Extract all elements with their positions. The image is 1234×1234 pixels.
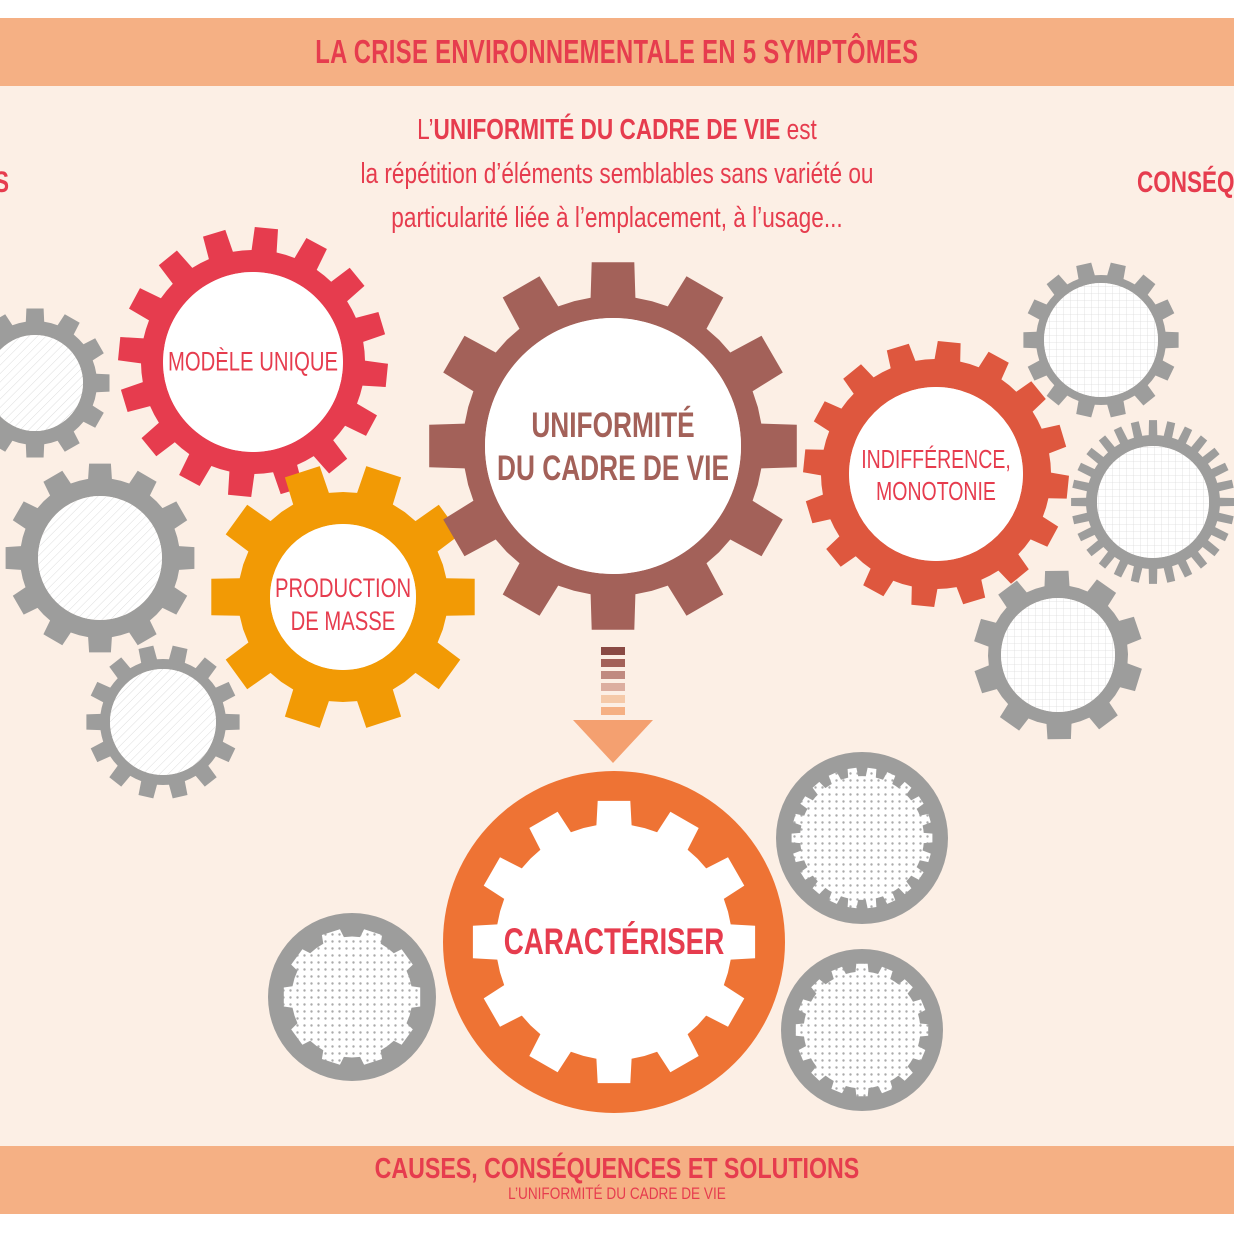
label-line: MONOTONIE	[876, 476, 996, 506]
gear-label-uniformite: UNIFORMITÉ DU CADRE DE VIE	[497, 404, 729, 490]
label-line: DE MASSE	[290, 606, 396, 636]
dotted-gear-3	[795, 963, 929, 1097]
gear-gray-left-partial	[0, 308, 110, 458]
label-line: UNIFORMITÉ	[531, 406, 695, 445]
gear-modele-unique	[118, 227, 388, 497]
intro-term: UNIFORMITÉ DU CADRE DE VIE	[433, 114, 781, 146]
gear-modele-unique-hub	[163, 272, 343, 452]
gear-uniformite-hub	[485, 318, 741, 574]
right-edge-heading: CONSÉQ	[1137, 166, 1234, 199]
intro-line-3: particularité liée à l’emplacement, à l’…	[391, 202, 843, 234]
label-line: DU CADRE DE VIE	[497, 449, 729, 488]
gear-label-modele-unique: MODÈLE UNIQUE	[168, 346, 338, 377]
footer-subtitle: L’UNIFORMITÉ DU CADRE DE VIE	[508, 1184, 726, 1203]
gear-label-indifference: INDIFFÉRENCE,MONOTONIE	[861, 443, 1011, 507]
down-arrow	[573, 647, 653, 763]
gear-uniformite	[429, 262, 797, 630]
gear-gray-left-middle	[5, 463, 195, 653]
gear-gray-left-bottom-hub	[110, 669, 216, 775]
gear-gray-right-middle	[1071, 420, 1234, 584]
gear-indifference-hub	[849, 387, 1023, 561]
caracteriser-gear	[472, 800, 756, 1084]
gear-gray-right-top-hub	[1044, 283, 1158, 397]
gear-gray-left-partial-hub	[0, 335, 83, 431]
gear-label-caracteriser: CARACTÉRISER	[503, 921, 725, 962]
gear-indifference	[803, 341, 1069, 607]
dotted-gear-1	[791, 767, 933, 909]
page-title: LA CRISE ENVIRONNEMENTALE EN 5 SYMPTÔMES	[315, 33, 919, 70]
intro-prefix: L’	[417, 114, 434, 146]
gear-gray-left-middle-hub	[38, 496, 162, 620]
gear-gray-right-bottom-hub	[1001, 598, 1115, 712]
footer-title: CAUSES, CONSÉQUENCES ET SOLUTIONS	[374, 1153, 860, 1185]
label-line: INDIFFÉRENCE,	[861, 444, 1011, 474]
label-line: PRODUCTION	[274, 573, 412, 603]
gear-production-de-masse-hub	[270, 524, 416, 670]
gear-production-de-masse	[211, 466, 475, 728]
gear-gray-right-middle-hub	[1097, 446, 1209, 558]
definition-text: L’UNIFORMITÉ DU CADRE DE VIE est la répé…	[200, 108, 1034, 240]
left-edge-heading: S	[0, 166, 9, 200]
dotted-gear-2	[283, 929, 421, 1065]
intro-suffix: est	[780, 114, 817, 146]
intro-line-2: la répétition d’éléments semblables sans…	[360, 158, 874, 190]
header-band: LA CRISE ENVIRONNEMENTALE EN 5 SYMPTÔMES	[0, 18, 1234, 86]
gear-gray-left-bottom	[86, 645, 240, 799]
gear-gray-right-bottom	[974, 570, 1142, 740]
footer-band: CAUSES, CONSÉQUENCES ET SOLUTIONS L’UNIF…	[0, 1146, 1234, 1214]
